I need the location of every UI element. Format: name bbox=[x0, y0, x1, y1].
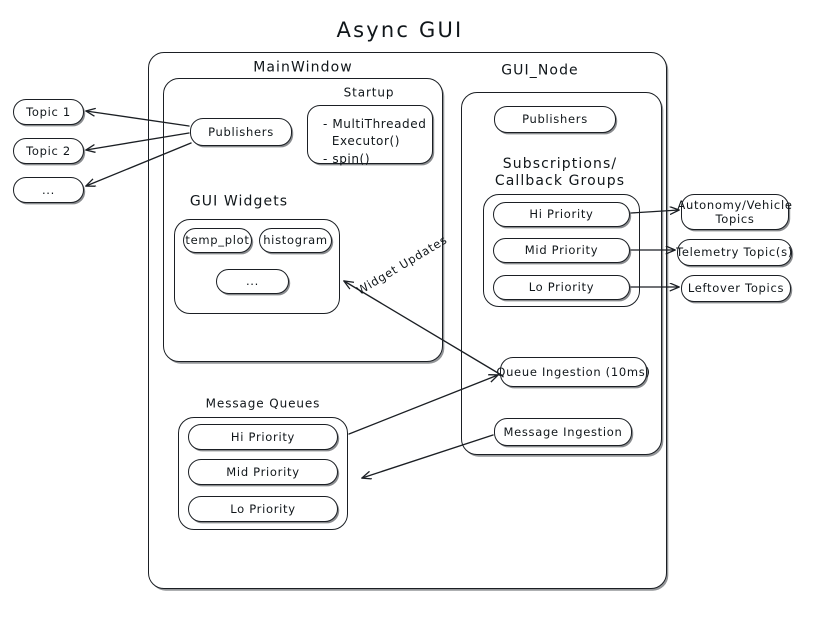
topic-2-label: Topic 2 bbox=[26, 143, 71, 158]
gui-node-publishers-label: Publishers bbox=[522, 112, 588, 127]
subscription-lo-priority-label: Lo Priority bbox=[528, 280, 595, 295]
message-ingestion-box[interactable]: Message Ingestion bbox=[494, 418, 632, 446]
autonomy-vehicle-topics-label: Autonomy/Vehicle Topics bbox=[677, 197, 793, 226]
subscription-mid-priority-label: Mid Priority bbox=[524, 243, 599, 258]
gui-node-publishers-box[interactable]: Publishers bbox=[494, 106, 616, 133]
gui-widgets-label: GUI Widgets bbox=[189, 193, 289, 210]
gui-node-label: GUI_Node bbox=[501, 62, 579, 79]
widget-temp-plot-label: temp_plot bbox=[185, 233, 250, 248]
widget-more-box[interactable]: ... bbox=[216, 269, 289, 294]
main-window-publishers-box[interactable]: Publishers bbox=[190, 118, 292, 146]
leftover-topics-box[interactable]: Leftover Topics bbox=[681, 275, 791, 302]
subscription-lo-priority-box[interactable]: Lo Priority bbox=[493, 275, 630, 300]
subscription-hi-priority-label: Hi Priority bbox=[529, 207, 594, 222]
subscription-hi-priority-box[interactable]: Hi Priority bbox=[493, 202, 630, 227]
startup-box[interactable]: - MultiThreaded Executor() - spin() bbox=[307, 105, 433, 166]
autonomy-vehicle-topics-box[interactable]: Autonomy/Vehicle Topics bbox=[677, 194, 792, 230]
message-ingestion-label: Message Ingestion bbox=[503, 424, 623, 439]
widget-histogram-label: histogram bbox=[263, 233, 328, 248]
message-queues-label: Message Queues bbox=[205, 396, 321, 411]
main-window-label: MainWindow bbox=[253, 59, 353, 76]
leftover-topics-label: Leftover Topics bbox=[687, 281, 785, 296]
queue-lo-priority-label: Lo Priority bbox=[230, 501, 296, 516]
queue-ingestion-label: Queue Ingestion (10ms) bbox=[496, 364, 651, 379]
topic-2-box[interactable]: Topic 2 bbox=[13, 138, 84, 164]
queue-ingestion-box[interactable]: Queue Ingestion (10ms) bbox=[496, 357, 650, 387]
startup-label: Startup bbox=[343, 85, 395, 100]
topic-more-box[interactable]: ... bbox=[13, 177, 84, 203]
subscriptions-label: Subscriptions/ Callback Groups bbox=[494, 155, 626, 189]
main-window-publishers-label: Publishers bbox=[208, 124, 274, 139]
widget-histogram-box[interactable]: histogram bbox=[259, 228, 332, 253]
telemetry-topics-box[interactable]: Telemetry Topic(s) bbox=[676, 239, 793, 266]
queue-hi-priority-box[interactable]: Hi Priority bbox=[188, 424, 338, 450]
topic-more-label: ... bbox=[41, 182, 56, 197]
queue-hi-priority-label: Hi Priority bbox=[230, 429, 296, 444]
queue-mid-priority-label: Mid Priority bbox=[226, 464, 300, 479]
widget-more-label: ... bbox=[245, 274, 260, 289]
subscription-mid-priority-box[interactable]: Mid Priority bbox=[493, 238, 630, 263]
queue-mid-priority-box[interactable]: Mid Priority bbox=[188, 459, 338, 485]
startup-items-list: - MultiThreaded Executor() - spin() bbox=[323, 117, 427, 166]
queue-lo-priority-box[interactable]: Lo Priority bbox=[188, 496, 338, 522]
telemetry-topics-label: Telemetry Topic(s) bbox=[676, 245, 793, 260]
widget-temp-plot-box[interactable]: temp_plot bbox=[183, 228, 252, 253]
topic-1-box[interactable]: Topic 1 bbox=[13, 99, 84, 125]
topic-1-label: Topic 1 bbox=[26, 104, 71, 119]
diagram-title: Async GUI bbox=[336, 18, 464, 43]
